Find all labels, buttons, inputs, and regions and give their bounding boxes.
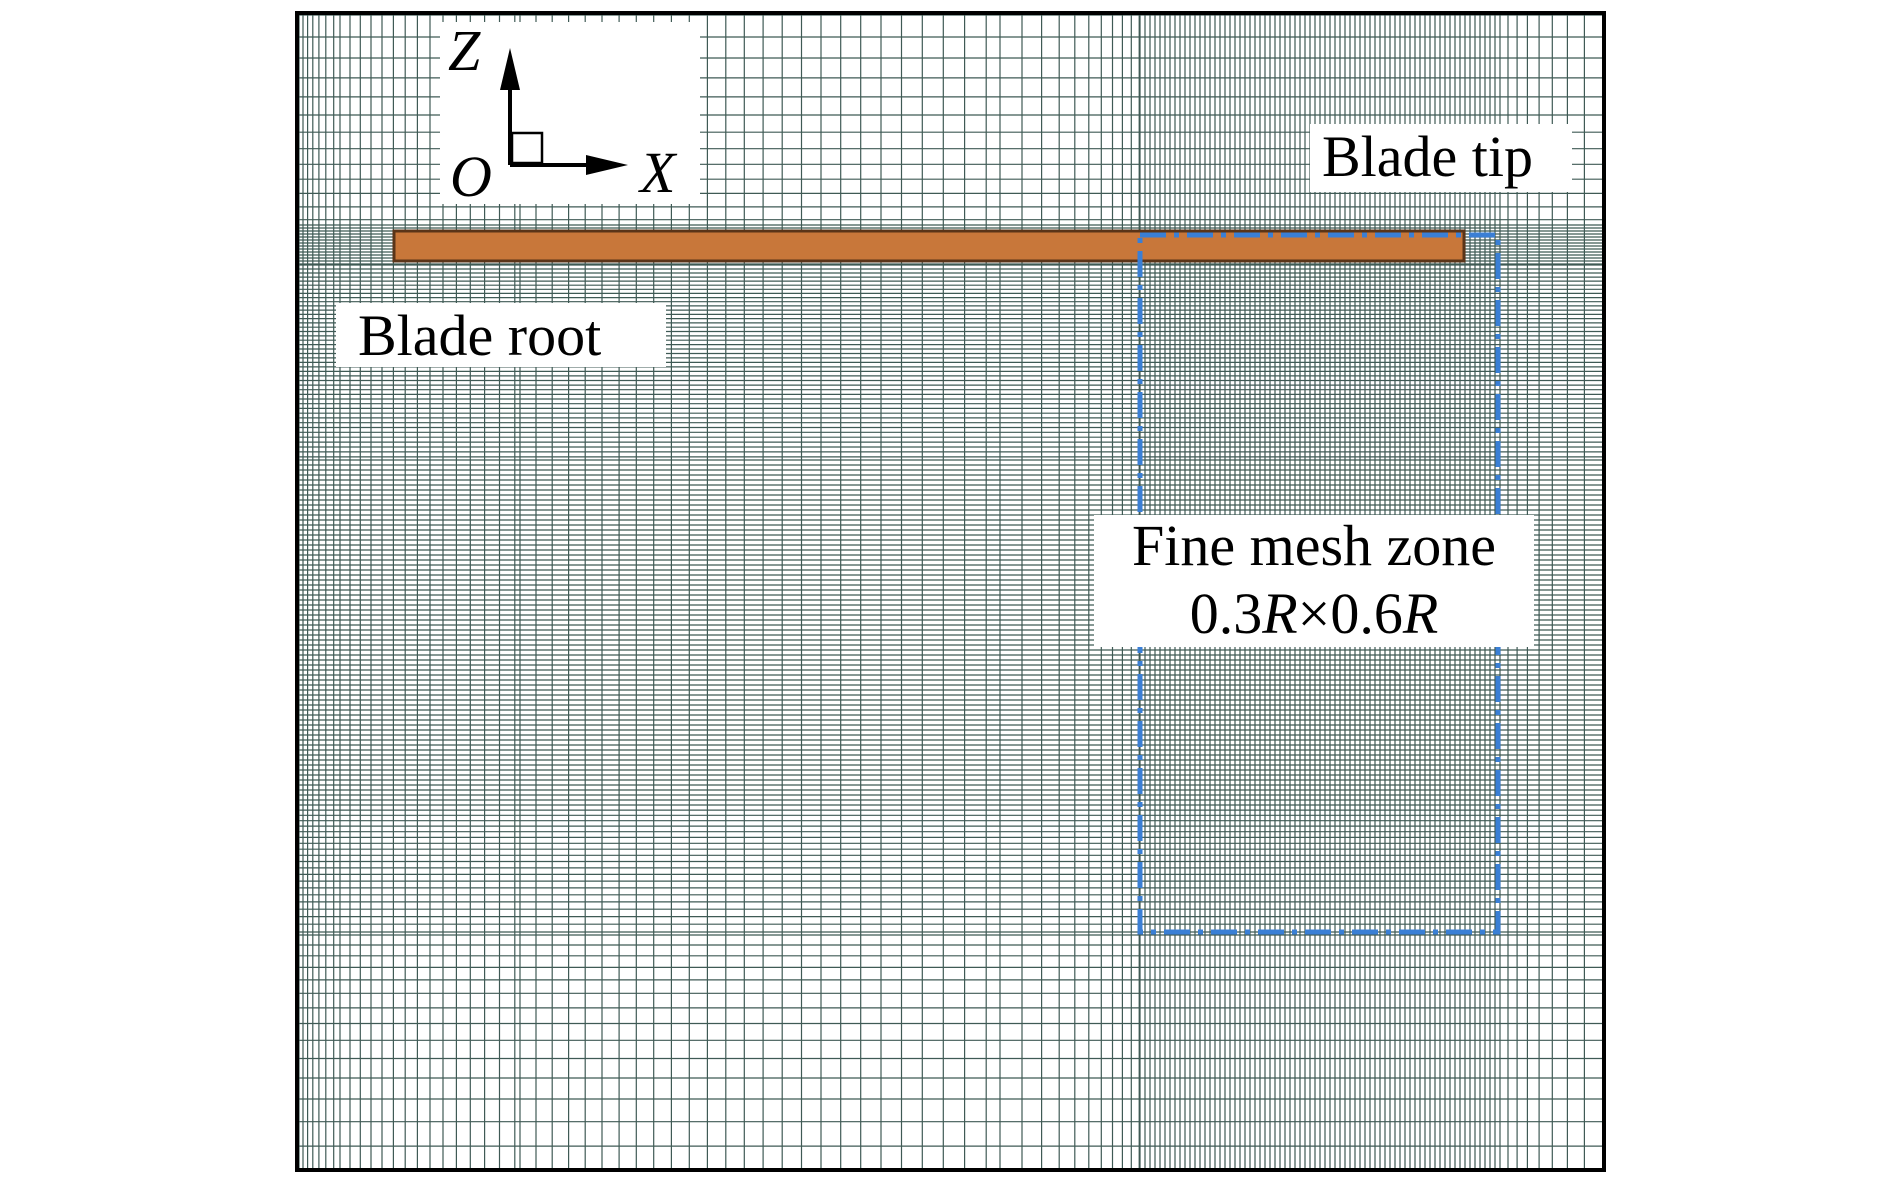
size-part-3: ×0.6 bbox=[1298, 581, 1403, 646]
size-part-2: R bbox=[1261, 581, 1297, 646]
blade-root-label-group: Blade root bbox=[336, 303, 666, 368]
fine-mesh-zone-label-group: Fine mesh zone 0.3R×0.6R bbox=[1094, 513, 1534, 647]
z-axis-arrowhead bbox=[500, 48, 520, 90]
blade-root-label-background bbox=[336, 303, 666, 367]
size-part-1: 0.3 bbox=[1190, 581, 1263, 646]
x-axis-arrowhead bbox=[586, 155, 628, 175]
blade-tip-label-group: Blade tip bbox=[1310, 124, 1572, 192]
blade-root-label: Blade root bbox=[358, 303, 601, 368]
fine-mesh-zone-size-label: 0.3R×0.6R bbox=[1190, 581, 1439, 646]
blade bbox=[392, 229, 1466, 263]
right-angle-marker bbox=[510, 131, 544, 165]
fine-mesh-zone-label: Fine mesh zone bbox=[1132, 513, 1496, 578]
blade-tip-label-background bbox=[1310, 124, 1572, 192]
fine-mesh-zone-label-background bbox=[1094, 515, 1534, 647]
axes-label-background bbox=[440, 22, 700, 204]
coordinate-axes: Z X O bbox=[440, 18, 700, 209]
size-part-4: R bbox=[1402, 581, 1438, 646]
origin-label: O bbox=[450, 144, 492, 209]
blade-tip-label: Blade tip bbox=[1322, 124, 1533, 189]
domain-frame bbox=[295, 11, 1606, 1172]
x-axis-label: X bbox=[638, 140, 678, 205]
z-axis-label: Z bbox=[448, 18, 481, 83]
